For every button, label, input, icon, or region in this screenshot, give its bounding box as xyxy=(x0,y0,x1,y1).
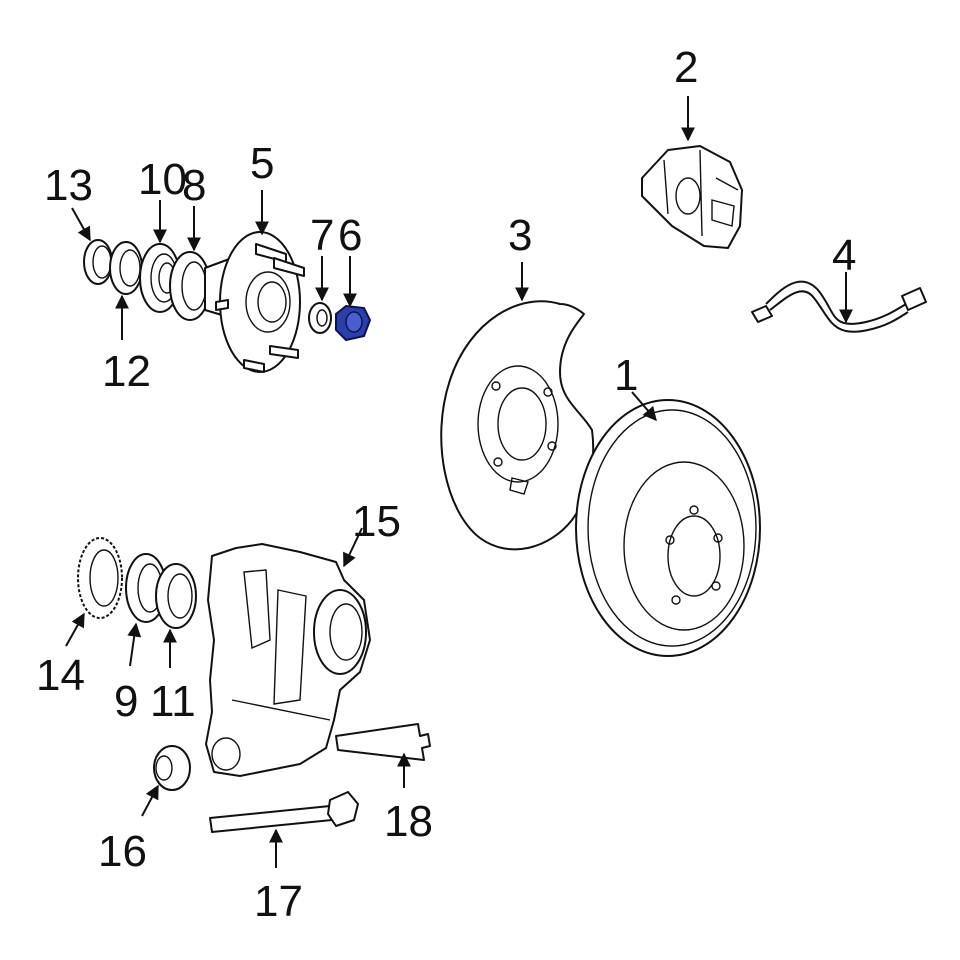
callout-2: 2 xyxy=(674,43,698,92)
part-4-brake-hose[interactable] xyxy=(751,280,927,333)
part-1-rotor[interactable] xyxy=(575,399,761,657)
part-6-nut-highlighted[interactable] xyxy=(335,304,372,342)
part-16-bushing[interactable] xyxy=(153,745,191,791)
part-8-seal-ring[interactable] xyxy=(169,251,211,321)
callout-labels: 1 2 3 4 5 6 7 8 10 13 12 15 14 9 11 16 1… xyxy=(36,43,856,926)
callout-1: 1 xyxy=(614,351,638,400)
callout-8: 8 xyxy=(182,161,206,210)
part-18-pin[interactable] xyxy=(335,723,431,761)
callout-10: 10 xyxy=(138,155,187,204)
callout-14: 14 xyxy=(36,651,85,700)
part-14-tone-ring[interactable] xyxy=(77,537,123,619)
part-7-washer[interactable] xyxy=(308,302,332,334)
part-17-bolt[interactable] xyxy=(209,791,359,833)
callout-13: 13 xyxy=(44,161,93,210)
callout-18: 18 xyxy=(384,797,433,846)
callout-15: 15 xyxy=(352,497,401,546)
part-11-bearing[interactable] xyxy=(155,563,197,629)
callout-12: 12 xyxy=(102,347,151,396)
callout-5: 5 xyxy=(250,139,274,188)
part-2-caliper[interactable] xyxy=(641,145,743,249)
callout-11: 11 xyxy=(150,677,196,726)
part-5-hub-flange[interactable] xyxy=(204,231,305,373)
part-13-seal[interactable] xyxy=(83,239,113,285)
callout-16: 16 xyxy=(98,827,147,876)
leader-lines xyxy=(65,96,853,868)
callout-7: 7 xyxy=(310,211,334,260)
callout-6: 6 xyxy=(338,211,362,260)
part-15-knuckle[interactable] xyxy=(205,543,371,777)
callout-9: 9 xyxy=(114,677,138,726)
callout-4: 4 xyxy=(832,231,856,280)
callout-3: 3 xyxy=(508,211,532,260)
part-3-backing-plate[interactable] xyxy=(440,300,595,551)
part-12-bearing-race[interactable] xyxy=(109,241,143,295)
callout-17: 17 xyxy=(254,877,303,926)
